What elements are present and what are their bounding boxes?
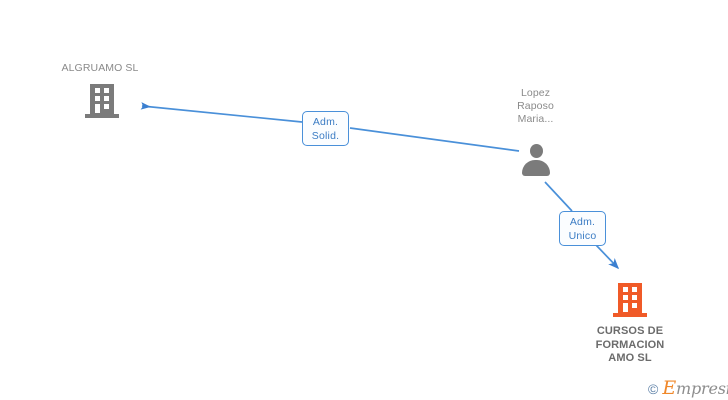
building-tower: [618, 283, 642, 313]
building-base: [85, 114, 119, 118]
building-door: [95, 104, 100, 113]
person-body: [522, 160, 550, 176]
building-window: [632, 287, 637, 292]
building-door: [623, 303, 628, 312]
building-window: [104, 104, 109, 109]
node-lopez-raposo-label: Lopez Raposo Maria...: [517, 87, 554, 125]
building-window: [95, 88, 100, 93]
building-base: [613, 313, 647, 317]
node-cursos-formacion-label: CURSOS DE FORMACION AMO SL: [595, 325, 665, 364]
building-window: [632, 295, 637, 300]
empresia-logo-rest: mpresia: [676, 379, 728, 398]
building-window: [104, 96, 109, 101]
copyright-icon: ©: [648, 380, 659, 397]
building-window: [104, 88, 109, 93]
person-icon[interactable]: [521, 144, 551, 176]
building-icon[interactable]: [613, 283, 647, 317]
building-window: [632, 303, 637, 308]
empresia-watermark: © Empresia: [648, 379, 728, 398]
person-head: [530, 144, 543, 158]
building-tower: [90, 84, 114, 114]
building-window: [95, 96, 100, 101]
empresia-logo-text: Empresia: [662, 379, 728, 398]
building-window: [623, 295, 628, 300]
empresia-logo-initial: E: [662, 377, 676, 399]
edge-label-adm-unico[interactable]: Adm. Unico: [559, 211, 606, 246]
building-icon[interactable]: [85, 84, 119, 118]
node-algruamo-label: ALGRUAMO SL: [61, 62, 139, 74]
building-window: [623, 287, 628, 292]
edge-label-adm-solid[interactable]: Adm. Solid.: [302, 111, 349, 146]
